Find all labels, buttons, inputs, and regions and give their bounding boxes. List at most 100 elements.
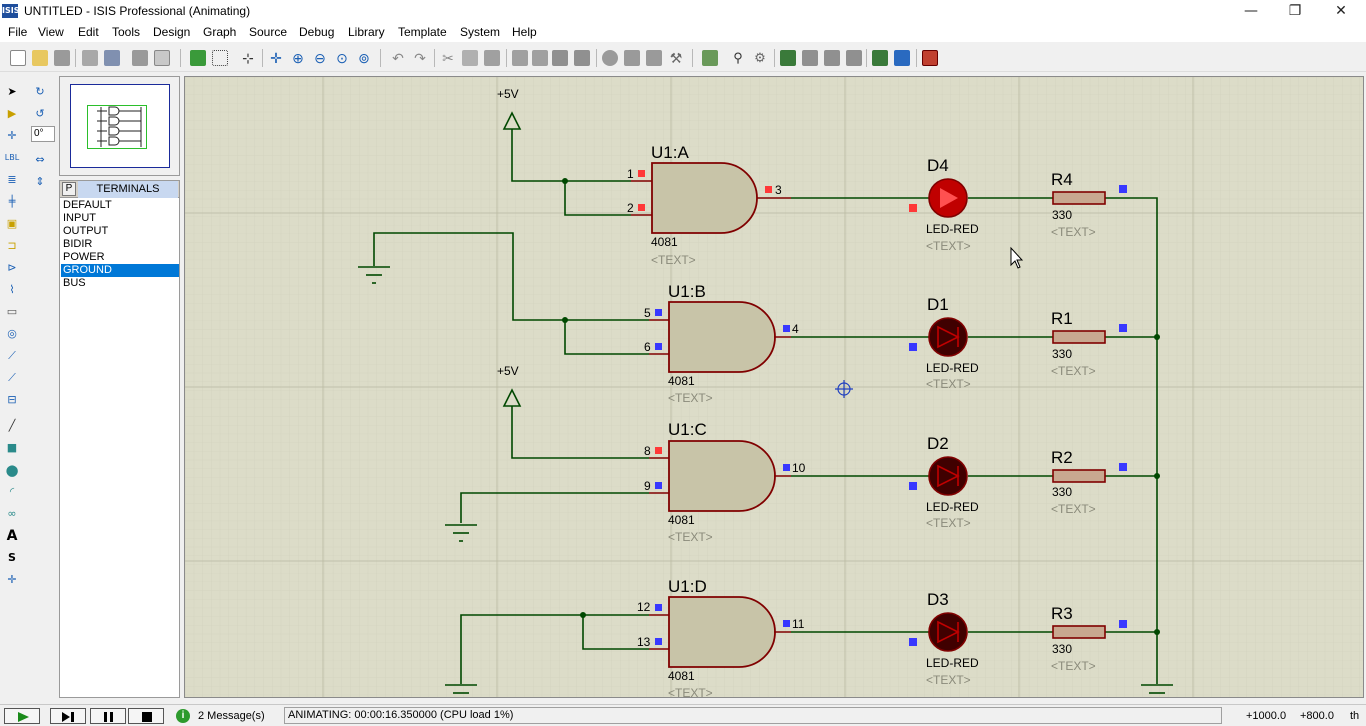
ground-terminal[interactable]: [358, 266, 390, 284]
close-button[interactable]: ✕: [1335, 3, 1347, 19]
generator-mode-icon[interactable]: ◎: [7, 327, 17, 340]
ares-icon[interactable]: [922, 50, 938, 66]
terminal-item-output[interactable]: OUTPUT: [63, 225, 109, 237]
resistor-r4[interactable]: R4 330 <TEXT>: [1051, 170, 1127, 239]
property-tool-icon[interactable]: ⚙: [754, 50, 766, 65]
refresh-icon[interactable]: [190, 50, 206, 66]
virtual-instruments-icon[interactable]: ⊟: [7, 393, 17, 406]
current-probe-icon[interactable]: ⟋: [8, 371, 16, 384]
block-move-icon[interactable]: [532, 50, 548, 66]
2d-symbol-icon[interactable]: S: [8, 551, 16, 564]
terminal-item-bidir[interactable]: BIDIR: [63, 238, 93, 250]
power-terminal[interactable]: +5V: [497, 364, 522, 407]
subcircuit-icon[interactable]: ▣: [6, 217, 18, 230]
make-device-icon[interactable]: [624, 50, 640, 66]
new-file-icon[interactable]: [10, 50, 26, 66]
2d-line-icon[interactable]: ╱: [8, 419, 16, 432]
device-pins-icon[interactable]: ⊳: [7, 261, 17, 274]
2d-circle-icon[interactable]: ●: [5, 461, 19, 479]
print-icon[interactable]: [132, 50, 148, 66]
remove-sheet-icon[interactable]: [802, 50, 818, 66]
tape-recorder-icon[interactable]: ▭: [6, 305, 18, 318]
led-d4[interactable]: D4 LED-RED <TEXT>: [909, 156, 979, 253]
open-folder-icon[interactable]: [32, 50, 48, 66]
play-button[interactable]: [4, 708, 40, 724]
rotation-angle-field[interactable]: 0°: [31, 126, 55, 142]
paste-icon[interactable]: [484, 50, 500, 66]
new-sheet-icon[interactable]: [780, 50, 796, 66]
resistor-r3[interactable]: R3 330 <TEXT>: [1051, 604, 1127, 673]
menu-design[interactable]: Design: [153, 25, 191, 39]
minimize-button[interactable]: —: [1244, 3, 1258, 19]
zoom-area-icon[interactable]: ⊚: [358, 50, 370, 66]
2d-box-icon[interactable]: ■: [6, 441, 18, 454]
grid-icon[interactable]: [212, 50, 228, 66]
mirror-y-icon[interactable]: ⇕: [35, 175, 45, 188]
resistor-r2[interactable]: R2 330 <TEXT>: [1051, 448, 1127, 516]
graph-mode-icon[interactable]: ⌇: [9, 283, 15, 296]
pause-button[interactable]: [90, 708, 126, 724]
import-icon[interactable]: [82, 50, 98, 66]
terminal-item-bus[interactable]: BUS: [63, 277, 86, 289]
menu-graph[interactable]: Graph: [203, 25, 237, 39]
pan-icon[interactable]: ✛: [270, 50, 282, 66]
ground-terminal[interactable]: [445, 524, 477, 542]
undo-icon[interactable]: ↶: [392, 50, 404, 66]
terminal-item-ground[interactable]: GROUND: [61, 264, 179, 277]
mirror-x-icon[interactable]: ⇔: [35, 153, 45, 166]
ground-terminal[interactable]: [445, 684, 477, 694]
menu-system[interactable]: System: [460, 25, 501, 39]
copy-icon[interactable]: [462, 50, 478, 66]
block-delete-icon[interactable]: [574, 50, 590, 66]
redo-icon[interactable]: ↷: [414, 50, 426, 66]
menu-tools[interactable]: Tools: [112, 25, 141, 39]
terminal-item-power[interactable]: POWER: [63, 251, 105, 263]
menu-template[interactable]: Template: [398, 25, 447, 39]
stop-button[interactable]: [128, 708, 164, 724]
pick-button[interactable]: P: [62, 182, 76, 196]
save-icon[interactable]: [54, 50, 70, 66]
zoom-in-icon[interactable]: ⊕: [292, 50, 304, 66]
menu-source[interactable]: Source: [249, 25, 288, 39]
decompose-icon[interactable]: ⚒: [669, 50, 683, 66]
cut-icon[interactable]: ✂: [442, 50, 454, 66]
print-area-icon[interactable]: [154, 50, 170, 66]
selection-mode-icon[interactable]: ➤: [7, 85, 17, 98]
block-copy-icon[interactable]: [512, 50, 528, 66]
rotate-anticlockwise-icon[interactable]: ↺: [35, 107, 45, 120]
junction-dot-icon[interactable]: ✛: [7, 129, 17, 142]
led-d2[interactable]: D2 LED-RED <TEXT>: [909, 434, 979, 530]
step-button[interactable]: [50, 708, 86, 724]
and-gate-u1a[interactable]: U1:A 1 2 3 4081 <TEXT>: [627, 143, 791, 267]
and-gate-u1d[interactable]: U1:D 12 13 11 4081 <TEXT>: [637, 577, 805, 698]
search-icon[interactable]: ⚲: [733, 50, 743, 65]
electrical-check-icon[interactable]: [894, 50, 910, 66]
voltage-probe-icon[interactable]: ⟋: [8, 349, 16, 362]
bill-of-materials-icon[interactable]: [872, 50, 888, 66]
text-script-icon[interactable]: ≣: [7, 173, 17, 186]
zoom-out-icon[interactable]: ⊖: [314, 50, 326, 66]
2d-arc-icon[interactable]: ◜: [9, 485, 15, 498]
menu-help[interactable]: Help: [512, 25, 537, 39]
2d-markers-icon[interactable]: ✛: [7, 573, 17, 586]
menu-edit[interactable]: Edit: [78, 25, 99, 39]
menu-library[interactable]: Library: [348, 25, 385, 39]
terminal-item-default[interactable]: DEFAULT: [63, 199, 112, 211]
exit-parent-icon[interactable]: [824, 50, 840, 66]
wire-autorouter-icon[interactable]: [702, 50, 718, 66]
block-rotate-icon[interactable]: [552, 50, 568, 66]
led-d1[interactable]: D1 LED-RED <TEXT>: [909, 295, 979, 391]
pick-device-icon[interactable]: [602, 50, 618, 66]
schematic-canvas[interactable]: +5V +5V U1:A 1 2 3 4081 <TEXT> U1:B 5: [185, 77, 1364, 698]
maximize-button[interactable]: ❐: [1288, 3, 1302, 19]
power-terminal[interactable]: +5V: [497, 87, 522, 130]
menu-file[interactable]: File: [8, 25, 28, 39]
overview-window[interactable]: [59, 76, 180, 176]
schematic-editing-window[interactable]: +5V +5V U1:A 1 2 3 4081 <TEXT> U1:B 5: [184, 76, 1364, 698]
ground-terminal[interactable]: [1141, 684, 1173, 694]
zoom-child-icon[interactable]: [846, 50, 862, 66]
rotate-clockwise-icon[interactable]: ↻: [35, 85, 45, 98]
info-icon[interactable]: i: [176, 709, 190, 723]
terminals-mode-icon[interactable]: ⊐: [7, 239, 17, 252]
export-icon[interactable]: [104, 50, 120, 66]
